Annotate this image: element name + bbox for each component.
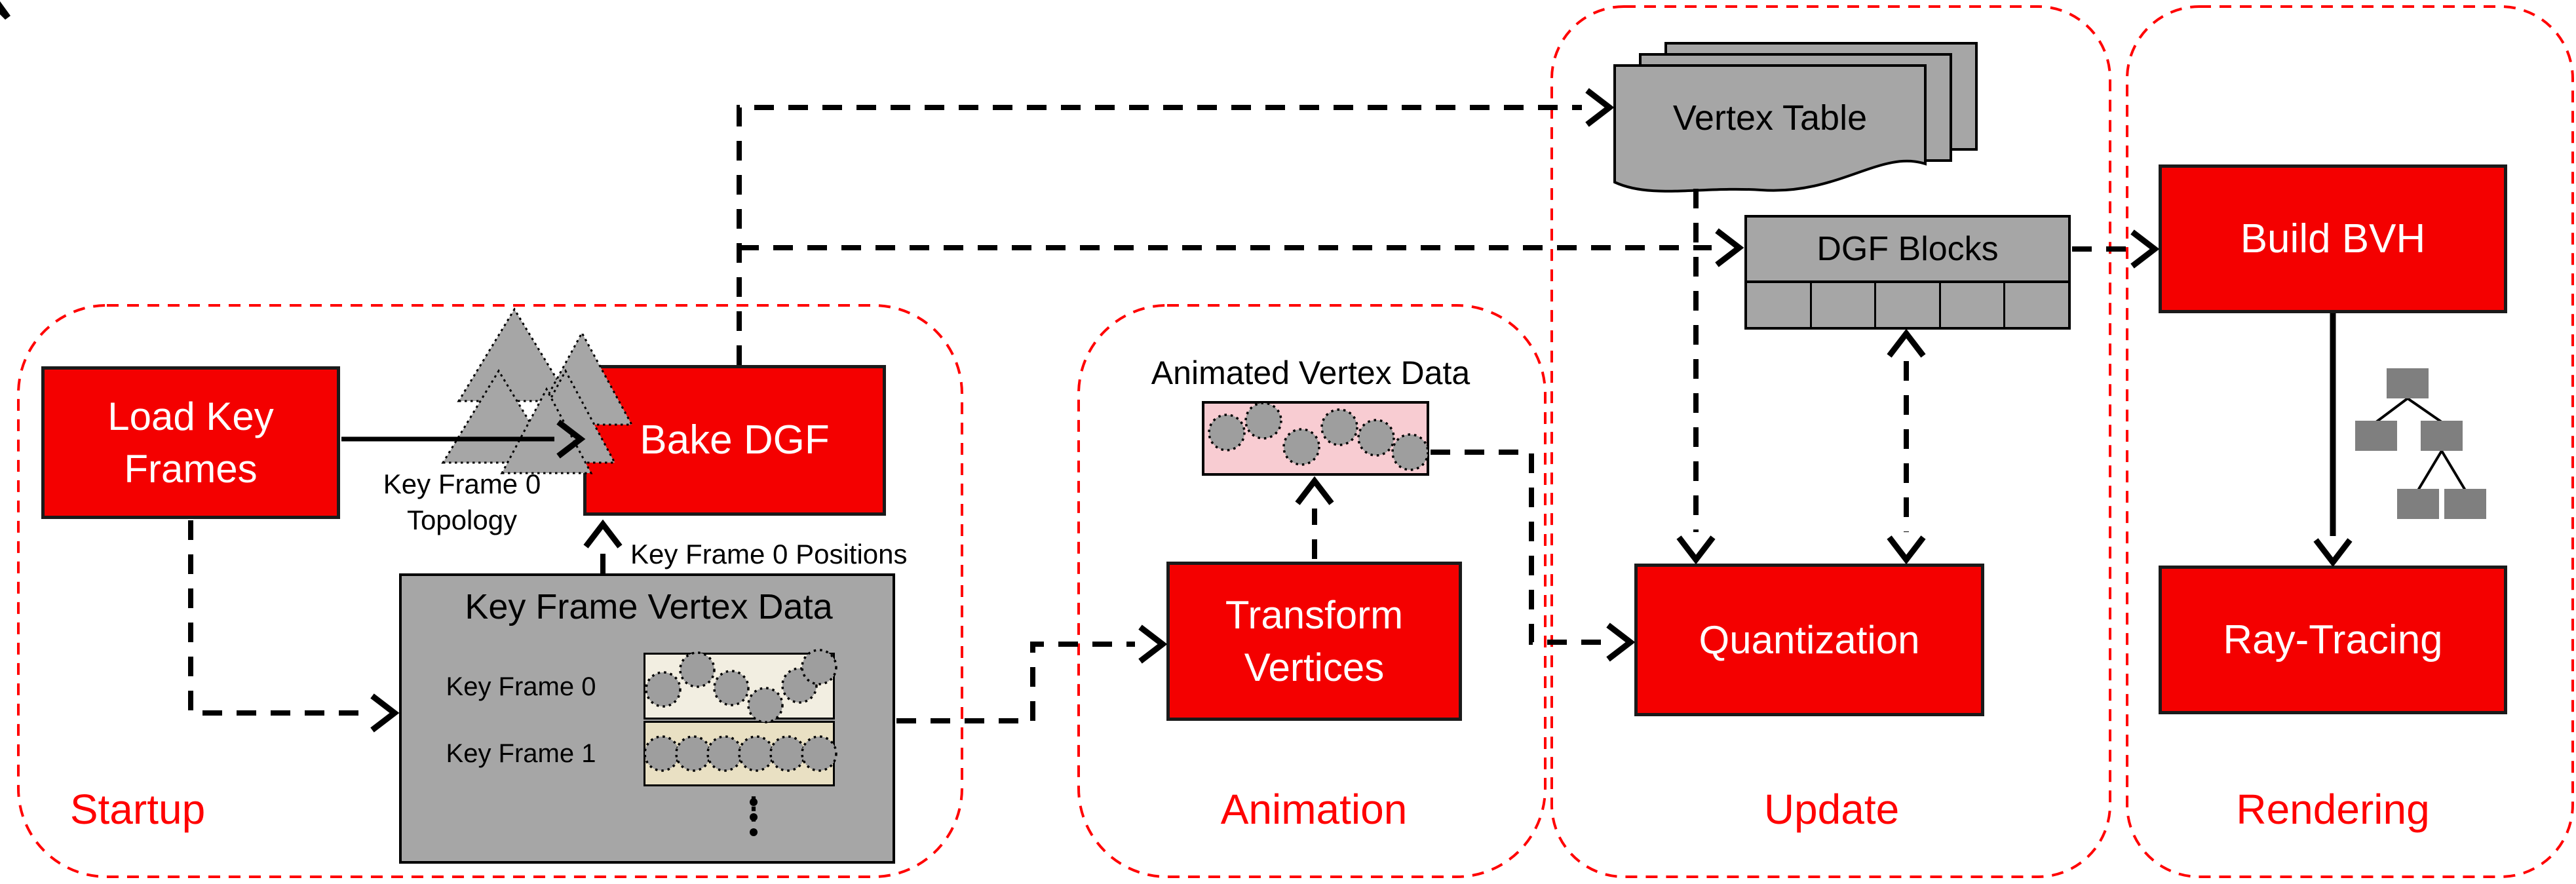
dgf-block-cell (1941, 283, 2006, 327)
group-label-startup: Startup (69, 786, 206, 833)
dgf-block-cell (1812, 283, 1877, 327)
key-frame-1-row (644, 721, 835, 786)
node-transform-vertices: Transform Vertices (1166, 562, 1462, 721)
key-frame-0-row (644, 653, 835, 720)
edge-label-key-frame-0-positions: Key Frame 0 Positions (630, 539, 908, 569)
key-frame-rows-ellipsis: ⋮ (739, 791, 769, 825)
edge-keyframedata-to-transform (896, 642, 1135, 723)
arrowhead-into-quantization-top (1676, 535, 1716, 565)
group-label-animation: Animation (1220, 786, 1408, 833)
corner-artifact (0, 1, 10, 20)
group-label-update: Update (1763, 786, 1900, 833)
animated-vertex-data-buffer (1202, 401, 1429, 476)
arrowhead-into-animatedbuffer (1295, 476, 1334, 505)
arrowhead-into-quantization-left (1606, 623, 1636, 662)
node-quantization-label: Quantization (1699, 617, 1920, 662)
edge-bake-to-vertextable (737, 105, 1582, 365)
arrowhead-into-vertextable (1585, 88, 1615, 127)
group-border-rendering (2126, 5, 2574, 878)
node-ray-tracing-label: Ray-Tracing (2223, 617, 2443, 663)
arrowhead-buildbvh-to-raytracing (2313, 538, 2353, 567)
dgf-block-cell (1747, 283, 1812, 327)
arrowhead-into-bake-bottom (583, 519, 623, 548)
key-frame-1-row-label: Key Frame 1 (446, 739, 596, 768)
dgf-block-cell (2005, 283, 2068, 327)
animated-vertex-data-label: Animated Vertex Data (1151, 355, 1471, 391)
edge-label-key-frame-0-topology: Key Frame 0 Topology (383, 469, 541, 535)
arrowhead-into-dgfblocks-bottom (1887, 328, 1926, 358)
edge-load-to-keyframedata (188, 520, 367, 716)
dgf-block-cell (1876, 283, 1941, 327)
node-transform-vertices-label: Transform Vertices (1225, 593, 1404, 689)
group-border-update (1550, 5, 2111, 878)
arrowhead-into-buildbvh (2130, 229, 2160, 269)
vertex-table-page-front (1613, 64, 1927, 193)
arrowhead-into-dgfblocks-left (1715, 228, 1744, 267)
node-quantization: Quantization (1634, 564, 1984, 716)
vertex-table-page-back (1664, 42, 1978, 151)
arrowhead-into-keyframedata (370, 693, 400, 733)
vertex-table-documents: Vertex Table (1613, 42, 1978, 193)
group-label-rendering: Rendering (2236, 786, 2430, 833)
node-load-key-frames-label: Load Key Frames (107, 394, 274, 491)
arrowhead-into-transform (1138, 625, 1168, 664)
node-dgf-blocks-label: DGF Blocks (1817, 230, 1999, 268)
dgf-blocks-cells (1744, 280, 2071, 330)
bvh-tree-icon (2355, 368, 2486, 519)
node-load-key-frames: Load Key Frames (41, 366, 340, 519)
node-vertex-table-label: Vertex Table (1673, 98, 1867, 138)
node-build-bvh-label: Build BVH (2240, 216, 2426, 261)
key-frame-0-row-label: Key Frame 0 (446, 672, 596, 701)
node-dgf-blocks: DGF Blocks (1744, 215, 2071, 283)
node-build-bvh: Build BVH (2159, 164, 2507, 313)
arrowhead-load-to-bake (556, 419, 586, 459)
node-bake-dgf: Bake DGF (583, 365, 886, 516)
arrowhead-into-quantization-top2 (1887, 535, 1926, 565)
vertex-table-page-middle (1639, 53, 1952, 162)
key-frame-vertex-data-title: Key Frame Vertex Data (465, 587, 833, 626)
node-bake-dgf-label: Bake DGF (640, 417, 830, 463)
node-ray-tracing: Ray-Tracing (2159, 566, 2507, 714)
